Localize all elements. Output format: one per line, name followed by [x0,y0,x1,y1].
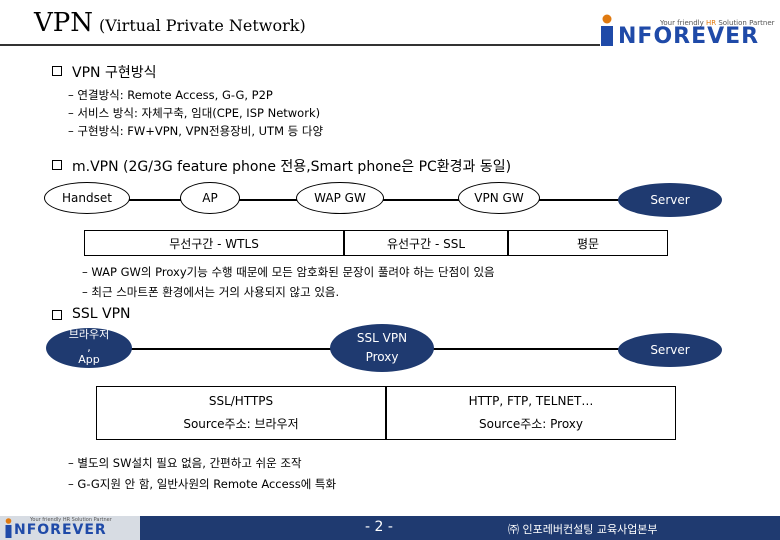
section-bullet [52,160,62,170]
title-divider [0,44,600,46]
section2-item: – WAP GW의 Proxy기능 수행 때문에 모든 암호화된 문장이 풀려야… [82,265,495,279]
connection-line [100,199,700,201]
page-number: - 2 - [365,519,393,535]
section3-item: – G-G지원 안 함, 일반사원의 Remote Access에 특화 [68,477,337,491]
footer-tagline: Your friendly HR Solution Partner [30,517,112,523]
segment-wired: 유선구간 - SSL [344,230,508,256]
node-browser-app: 브라우저 , App [46,328,132,368]
title-main: VPN [34,8,94,38]
section1-item: – 서비스 방식: 자체구축, 임대(CPE, ISP Network) [68,106,321,120]
node-handset: Handset [44,182,130,214]
node-server: Server [618,183,722,217]
node-vpn-gw: VPN GW [458,182,540,214]
section2-item: – 최근 스마트폰 환경에서는 거의 사용되지 않고 있음. [82,285,340,299]
segment-wireless: 무선구간 - WTLS [84,230,344,256]
logo-tagline: Your friendly HR Solution Partner [660,19,775,27]
node-server: Server [618,333,722,367]
node-wap-gw: WAP GW [296,182,384,214]
footer-logo-icon [5,518,12,538]
segment-plain: 평문 [508,230,668,256]
section2-heading: m.VPN (2G/3G feature phone 전용,Smart phon… [72,159,512,175]
footer-accent-bar [140,516,780,540]
section1-heading: VPN 구현방식 [72,65,157,81]
footer-copyright: ㈜ 인포레버컨설팅 교육사업본부 [508,523,658,536]
logo-text: NFOREVER [618,24,760,49]
node-ap: AP [180,182,240,214]
node-ssl-vpn-proxy: SSL VPN Proxy [330,324,434,372]
section-bullet [52,310,62,320]
section1-item: – 연결방식: Remote Access, G-G, P2P [68,88,273,102]
right-info-box: HTTP, FTP, TELNET… Source주소: Proxy [386,386,676,440]
left-info-box: SSL/HTTPS Source주소: 브라우저 [96,386,386,440]
footer-logo-text: NFOREVER [14,522,107,538]
page-title: VPN (Virtual Private Network) [34,8,306,38]
section-bullet [52,66,62,76]
section3-heading: SSL VPN [72,306,131,322]
section1-item: – 구현방식: FW+VPN, VPN전용장비, UTM 등 다양 [68,124,324,138]
section3-item: – 별도의 SW설치 필요 없음, 간편하고 쉬운 조작 [68,456,302,470]
logo-person-icon [601,14,613,46]
title-sub: (Virtual Private Network) [99,16,306,35]
